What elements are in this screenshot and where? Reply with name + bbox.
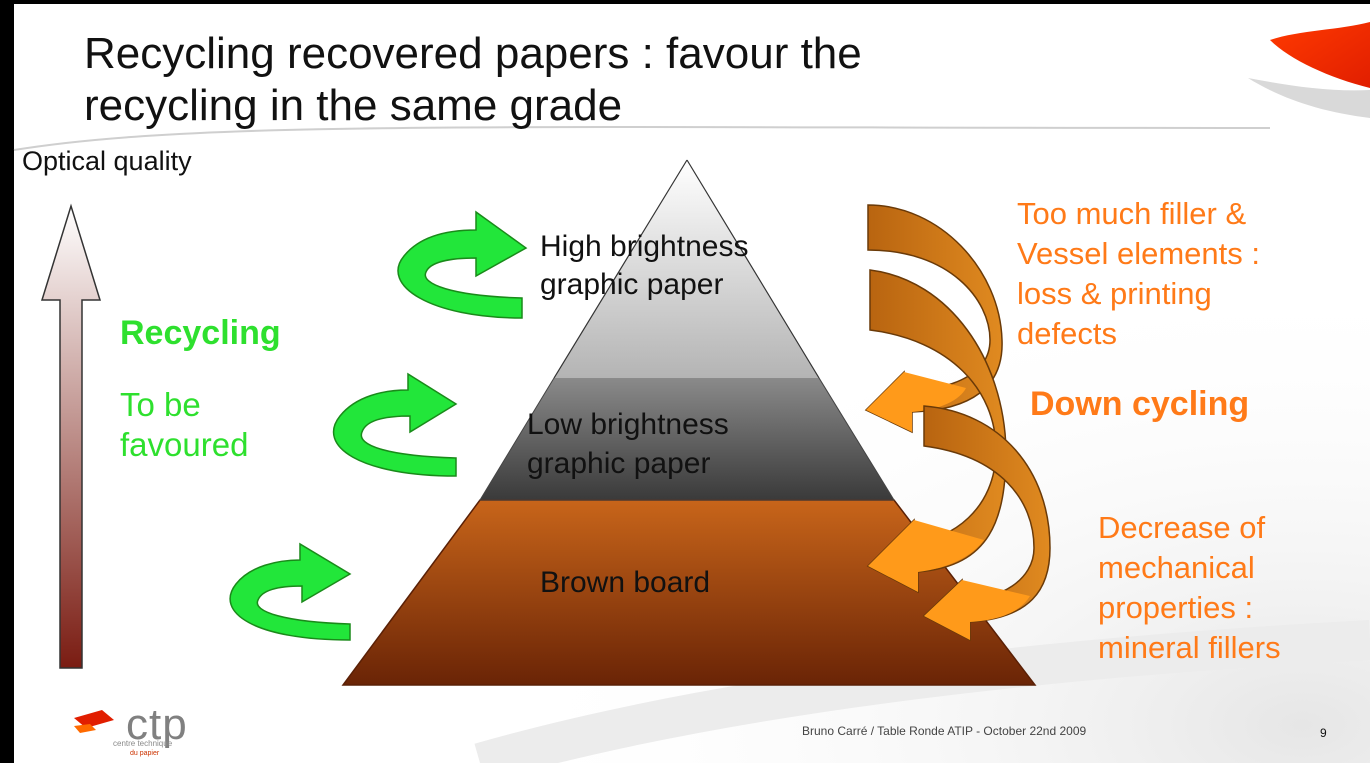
recycle-arrow-low [333,372,458,477]
optical-quality-arrow [40,203,102,669]
title-divider-line [13,126,1271,151]
mechanical-properties-text: Decrease of mechanical properties : mine… [1098,510,1281,665]
slide-footer: Bruno Carré / Table Ronde ATIP - October… [802,724,1087,738]
slide-top-border [0,0,1370,4]
page-number: 9 [1320,726,1327,740]
downcycle-arrow-2 [866,269,1007,594]
ctp-logo-subtitle: centre technique [113,739,173,748]
recycling-subtext: To be favoured [120,386,249,463]
recycling-heading: Recycling [120,314,281,352]
pyramid-middle-label: Low brightness graphic paper [527,408,729,480]
ctp-logo-wordmark: ctp [126,700,188,749]
pyramid-top-label: High brightness graphic paper [540,230,749,301]
filler-defects-text: Too much filler & Vessel elements : loss… [1017,196,1260,351]
ctp-logo-subtitle-2: du papier [130,750,160,757]
downcycle-arrow-1 [864,204,1003,434]
corner-logo-shape [1248,22,1370,118]
downcycle-arrow-3 [922,405,1051,642]
slide-title: Recycling recovered papers : favour the … [84,29,862,130]
optical-quality-label: Optical quality [22,146,192,176]
ctp-logo-mark [74,710,114,733]
pyramid-bottom-label: Brown board [540,566,711,599]
pyramid-middle-tier [480,378,894,500]
down-cycling-heading: Down cycling [1030,385,1250,423]
recycle-arrow-brown [229,542,352,641]
slide-left-border [0,0,14,763]
recycle-arrow-high [397,210,528,319]
